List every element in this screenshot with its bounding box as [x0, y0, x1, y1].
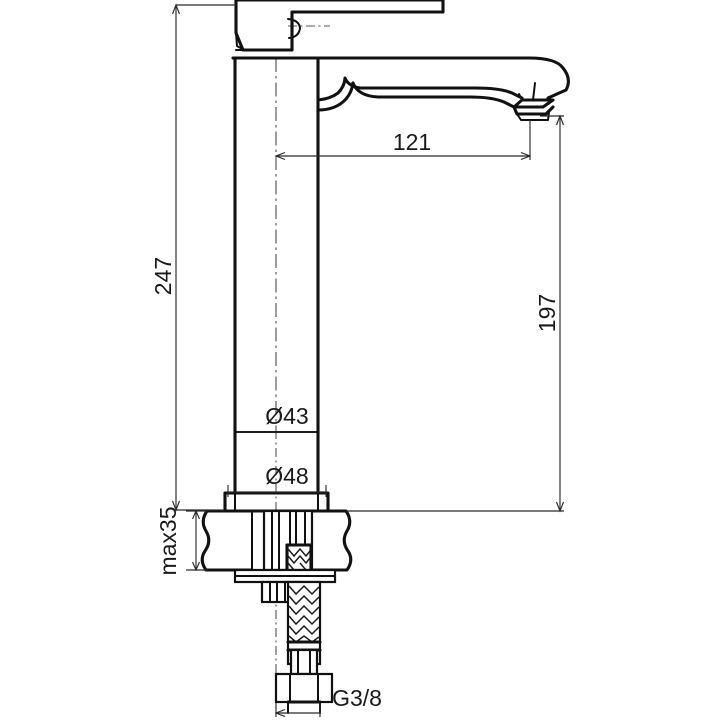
dim-d43-label: Ø43 — [265, 403, 308, 429]
mounting-shank — [262, 509, 314, 572]
hose-braid-hatch — [288, 584, 320, 643]
dimension-max-counter-thickness: max35 — [155, 506, 207, 576]
faucet-spout — [316, 56, 570, 121]
g38-hex-nut — [274, 672, 334, 704]
inlet-connector-nut — [274, 672, 334, 714]
dimension-inlet-thread: G3/8 — [274, 685, 382, 718]
shank-braid-hatch — [287, 547, 311, 571]
hose-ferrule — [289, 648, 319, 676]
dim-d48-label: Ø48 — [265, 463, 308, 489]
dim-max35-label: max35 — [155, 506, 181, 575]
center-lines — [275, 25, 330, 712]
dim-247-label: 247 — [150, 257, 176, 295]
dim-g38-label: G3/8 — [332, 685, 382, 711]
dimension-spout-reach: 121 — [274, 120, 532, 161]
dimension-overall-height: 247 — [150, 3, 236, 512]
faucet-lever-handle — [234, 0, 445, 52]
faucet-body-cap — [231, 49, 320, 60]
dim-121-label: 121 — [393, 129, 431, 155]
dimension-body-diameter: Ø43 — [237, 403, 316, 433]
flexible-braided-hose — [286, 580, 322, 676]
dimension-base-diameter: Ø48 — [227, 463, 327, 497]
dimension-spout-height: 197 — [346, 114, 565, 513]
dim-197-label: 197 — [534, 294, 560, 332]
